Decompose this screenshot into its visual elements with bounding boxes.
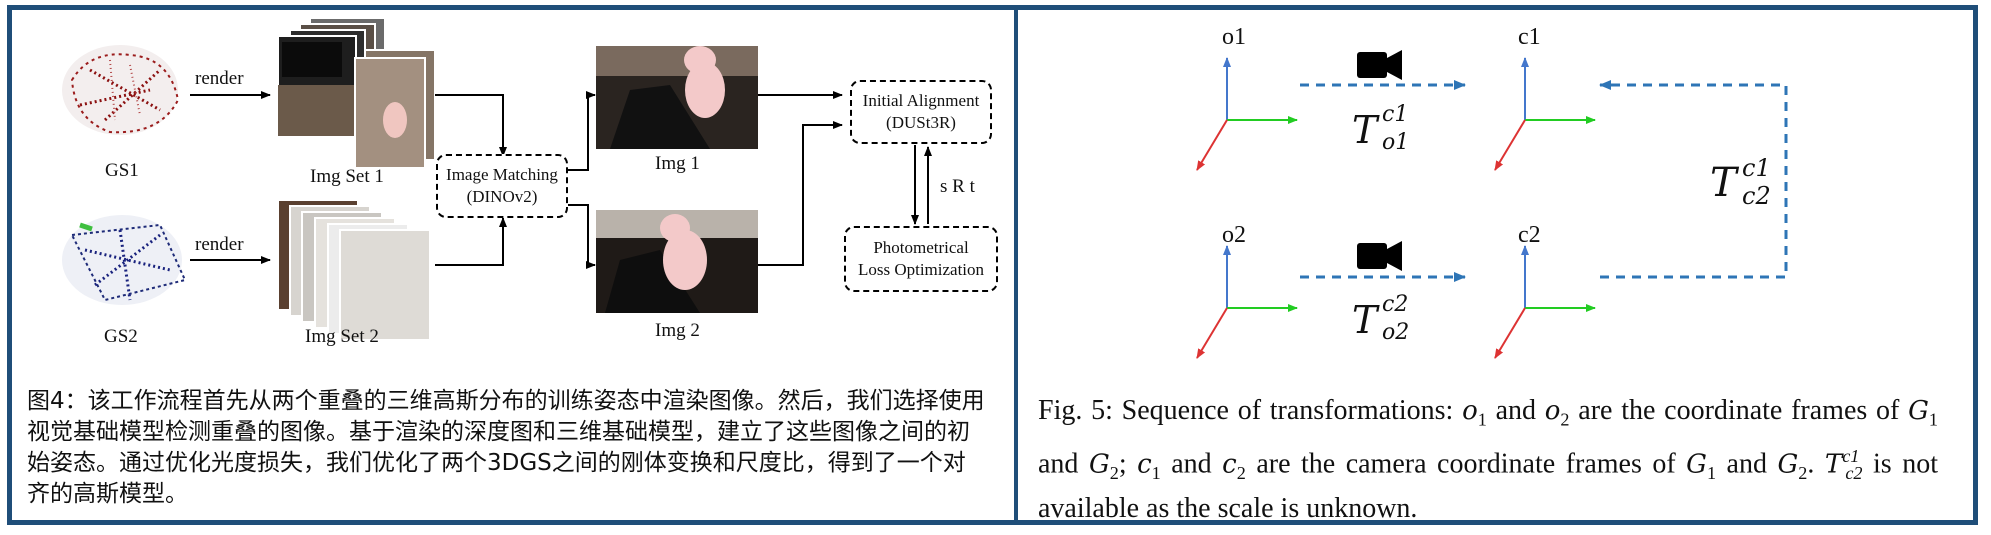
img-1-label: Img 1 xyxy=(655,153,700,174)
pipeline-diagram xyxy=(62,17,932,341)
img-2-label: Img 2 xyxy=(655,320,700,341)
render-bottom-label: render xyxy=(195,234,244,255)
frame-c2-label: c2 xyxy=(1518,222,1541,248)
image-matching-model: (DINOv2) xyxy=(466,187,538,206)
frame-o1-label: o1 xyxy=(1222,24,1246,50)
frame-o2-label: o2 xyxy=(1222,222,1246,248)
transform-o1-c1: T c1 o1 xyxy=(1352,102,1410,155)
panel-divider xyxy=(1014,5,1018,525)
img-set-2-label: Img Set 2 xyxy=(305,326,379,347)
img-set-1-label: Img Set 1 xyxy=(310,166,384,187)
left-caption: 图4：该工作流程首先从两个重叠的三维高斯分布的训练姿态中渲染图像。然后，我们选择… xyxy=(27,388,985,507)
initial-alignment-model: (DUSt3R) xyxy=(886,113,956,132)
link-c2-c1 xyxy=(1599,80,1788,279)
srt-label: s R t xyxy=(940,176,975,197)
frame-o2-axes xyxy=(1196,245,1298,359)
camera-icon xyxy=(1357,241,1402,271)
frame-c1-label: c1 xyxy=(1518,24,1541,50)
image-matching-box: Image Matching (DINOv2) xyxy=(436,154,568,218)
gs1-point-cloud xyxy=(62,45,180,135)
gs2-label: GS2 xyxy=(104,326,138,347)
gs1-label: GS1 xyxy=(105,160,139,181)
camera-icon xyxy=(1357,50,1402,80)
frame-o1-axes xyxy=(1196,57,1298,171)
frame-c1-axes xyxy=(1494,57,1596,171)
photometrical-line-2: Loss Optimization xyxy=(857,260,985,279)
transform-o2-c2: T c2 o2 xyxy=(1352,292,1410,345)
img-set-2-stack xyxy=(277,199,431,341)
initial-alignment-title: Initial Alignment xyxy=(862,91,980,110)
gs2-point-cloud xyxy=(62,215,187,305)
transform-diagram xyxy=(1196,50,1788,359)
initial-alignment-box: Initial Alignment (DUSt3R) xyxy=(850,80,992,144)
img-1-thumbnail xyxy=(596,46,758,149)
img-2-thumbnail xyxy=(596,210,758,313)
image-matching-title: Image Matching xyxy=(446,165,558,184)
frame-c2-axes xyxy=(1494,245,1596,359)
right-caption: Fig. 5: Sequence of transformations: o1 … xyxy=(1038,395,1938,524)
render-top-label: render xyxy=(195,68,244,89)
photometrical-loss-box: Photometrical Loss Optimization xyxy=(844,226,998,292)
photometrical-line-1: Photometrical xyxy=(873,238,969,257)
transform-c2-c1: T c1 c2 xyxy=(1710,154,1771,210)
img-set-1-stack xyxy=(277,17,436,169)
